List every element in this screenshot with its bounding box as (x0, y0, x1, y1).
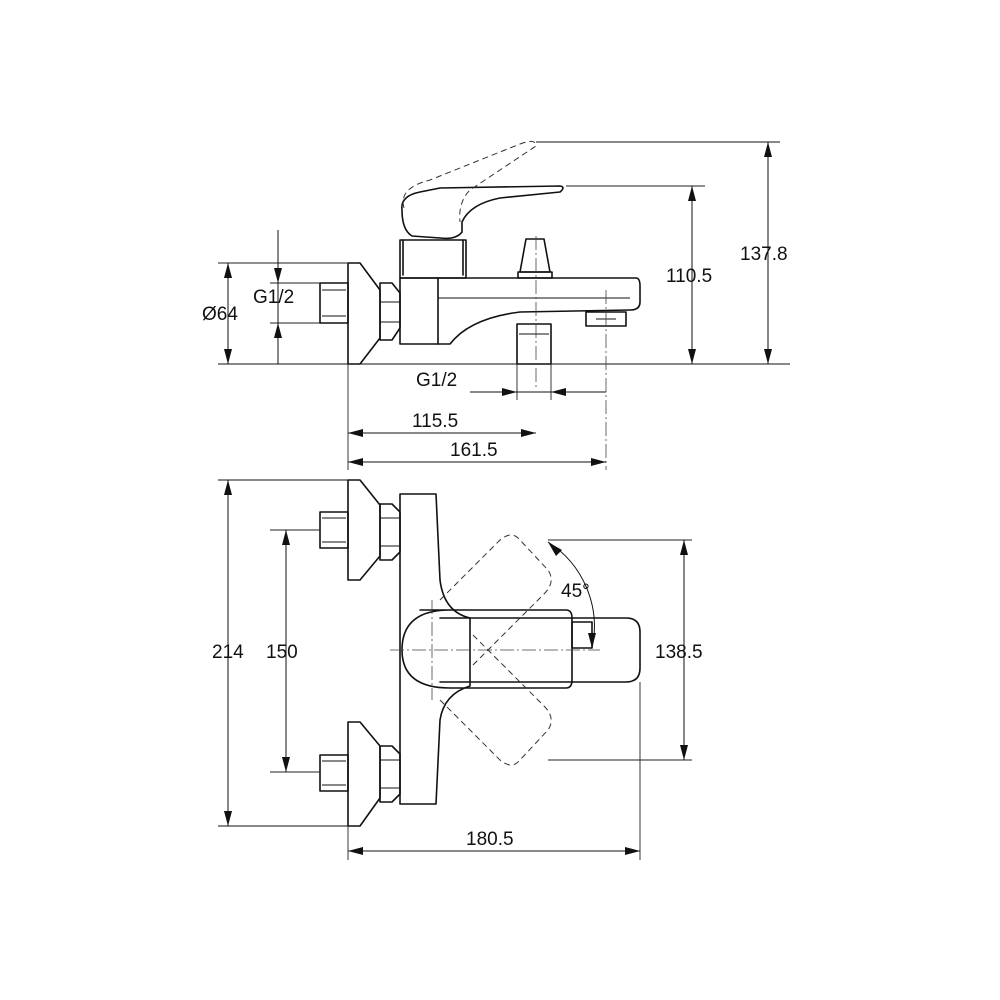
dim-138-5: 138.5 (655, 642, 703, 663)
dim-180-5: 180.5 (466, 829, 514, 850)
top-view: 214 150 45° 138.5 180.5 (212, 479, 703, 860)
side-view: Ø64 G1/2 G1/2 115.5 161.5 110.5 137.8 (202, 140, 790, 470)
dim-diameter-64: Ø64 (202, 304, 238, 325)
dim-137-8: 137.8 (740, 244, 788, 265)
dim-115-5: 115.5 (412, 411, 458, 432)
dim-214: 214 (212, 642, 244, 663)
dim-angle-45: 45° (561, 581, 590, 602)
dim-outlet-thread: G1/2 (416, 370, 457, 391)
dim-150: 150 (266, 642, 298, 663)
dim-161-5: 161.5 (450, 440, 498, 461)
dim-inlet-thread: G1/2 (253, 287, 294, 308)
dim-110-5: 110.5 (666, 266, 712, 287)
